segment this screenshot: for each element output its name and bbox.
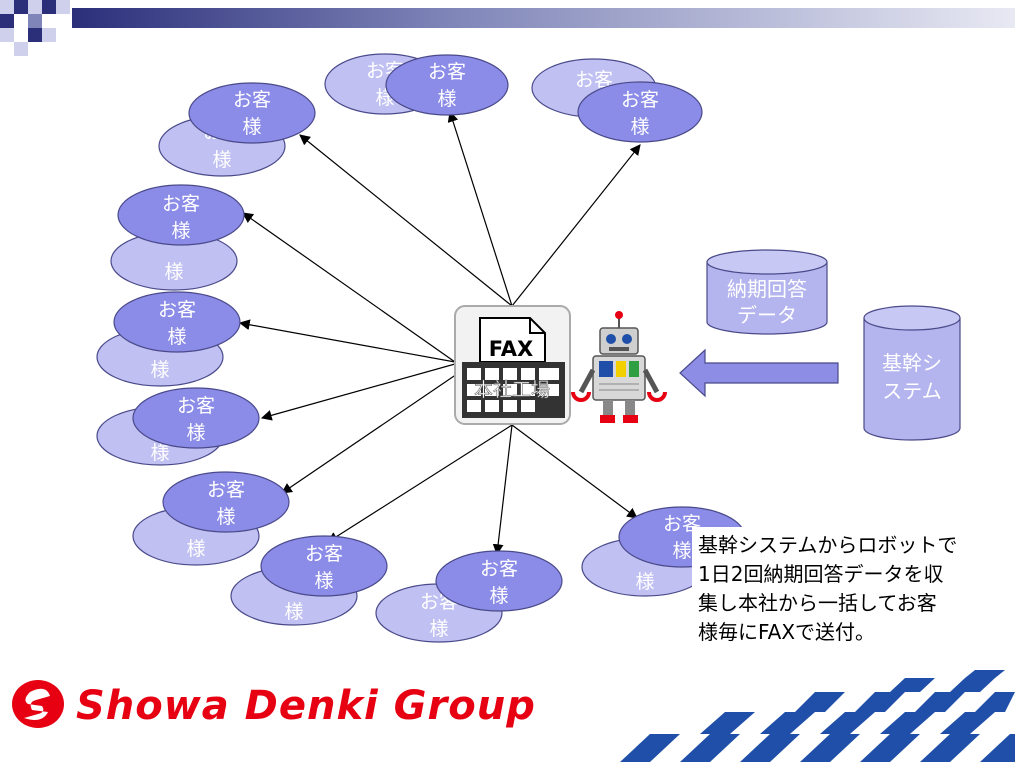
customer-group-8: 様 お客 様 xyxy=(230,535,388,626)
svg-text:様: 様 xyxy=(672,540,691,562)
robot-icon xyxy=(571,311,667,423)
fax-machine: FAX 本社工場 xyxy=(454,305,571,425)
fax-location-label: 本社工場 xyxy=(474,379,550,401)
arrow-5 xyxy=(238,319,456,363)
customer-label: お客 xyxy=(162,193,200,215)
svg-text:様: 様 xyxy=(242,116,261,138)
arrow-2 xyxy=(447,110,513,307)
svg-text:様: 様 xyxy=(186,422,205,444)
svg-text:様: 様 xyxy=(167,326,186,348)
svg-text:様: 様 xyxy=(212,149,231,171)
customer-label: お客 xyxy=(428,61,466,83)
customer-group-9: お客 様 お客 様 xyxy=(375,550,563,643)
delivery-data-cylinder: 納期回答 データ xyxy=(706,249,828,335)
data-flow-arrow xyxy=(679,348,839,398)
caption-line: 基幹システムからロボットで xyxy=(698,533,958,557)
svg-text:様: 様 xyxy=(171,220,190,242)
customer-label: お客 xyxy=(305,543,343,565)
svg-text:ステム: ステム xyxy=(882,379,941,403)
customer-group-4: 様 お客 様 xyxy=(110,184,245,291)
core-system-label: 基幹シ xyxy=(882,351,942,375)
arrow-10 xyxy=(511,424,638,519)
customer-group-5: 様 お客 様 xyxy=(96,291,241,387)
arrow-7 xyxy=(281,371,461,494)
arrow-6 xyxy=(260,363,456,421)
arrow-9 xyxy=(492,424,513,556)
svg-text:データ: データ xyxy=(737,303,797,327)
fax-header: FAX xyxy=(489,337,533,361)
svg-text:様: 様 xyxy=(429,618,448,640)
header-banner xyxy=(0,0,1015,62)
customer-label: お客 xyxy=(158,299,196,321)
caption-text: 基幹システムからロボットで 1日2回納期回答データを収 集し本社から一括してお客… xyxy=(692,527,1004,651)
customer-label: お客 xyxy=(480,558,518,580)
brand-name: Showa Denki Group xyxy=(76,683,536,729)
customer-label: お客 xyxy=(621,89,659,111)
customer-label: お客 xyxy=(177,395,215,417)
customer-group-7: 様 お客 様 xyxy=(132,471,290,566)
customer-group-6: 様 お客 様 xyxy=(96,387,260,466)
svg-text:様: 様 xyxy=(216,506,235,528)
customer-group-1: お客 様 お客 様 xyxy=(158,82,316,177)
svg-text:様: 様 xyxy=(150,442,169,464)
checker-decoration xyxy=(0,0,70,56)
svg-text:様: 様 xyxy=(164,261,183,283)
svg-text:様: 様 xyxy=(437,88,456,110)
customer-label: お客 xyxy=(233,89,271,111)
svg-text:様: 様 xyxy=(489,585,508,607)
svg-text:様: 様 xyxy=(630,116,649,138)
connector-lines xyxy=(238,110,641,556)
arrow-1 xyxy=(299,134,513,307)
customer-label: お客 xyxy=(207,479,245,501)
svg-text:様: 様 xyxy=(314,570,333,592)
customer-label: お客 xyxy=(663,513,701,535)
showa-logo-icon xyxy=(12,680,64,728)
arrow-3 xyxy=(511,144,641,307)
core-system-cylinder: 基幹シ ステム xyxy=(863,305,961,441)
svg-text:様: 様 xyxy=(186,538,205,560)
svg-text:様: 様 xyxy=(284,601,303,623)
caption-line: 集し本社から一括してお客 xyxy=(698,591,937,615)
svg-text:お客: お客 xyxy=(575,69,613,91)
header-gradient-bar xyxy=(72,8,1015,28)
customer-group-3: お客 お客 様 xyxy=(531,58,703,143)
footer-decoration xyxy=(12,670,1015,762)
svg-text:様: 様 xyxy=(150,359,169,381)
svg-text:様: 様 xyxy=(635,571,654,593)
arrow-4 xyxy=(242,212,456,363)
delivery-data-label: 納期回答 xyxy=(727,277,807,301)
caption-line: 1日2回納期回答データを収 xyxy=(698,562,944,586)
arrow-8 xyxy=(327,424,513,543)
customer-group-2: お客 様 お客 様 xyxy=(324,53,509,116)
caption-line: 様毎にFAXで送付。 xyxy=(698,620,876,644)
